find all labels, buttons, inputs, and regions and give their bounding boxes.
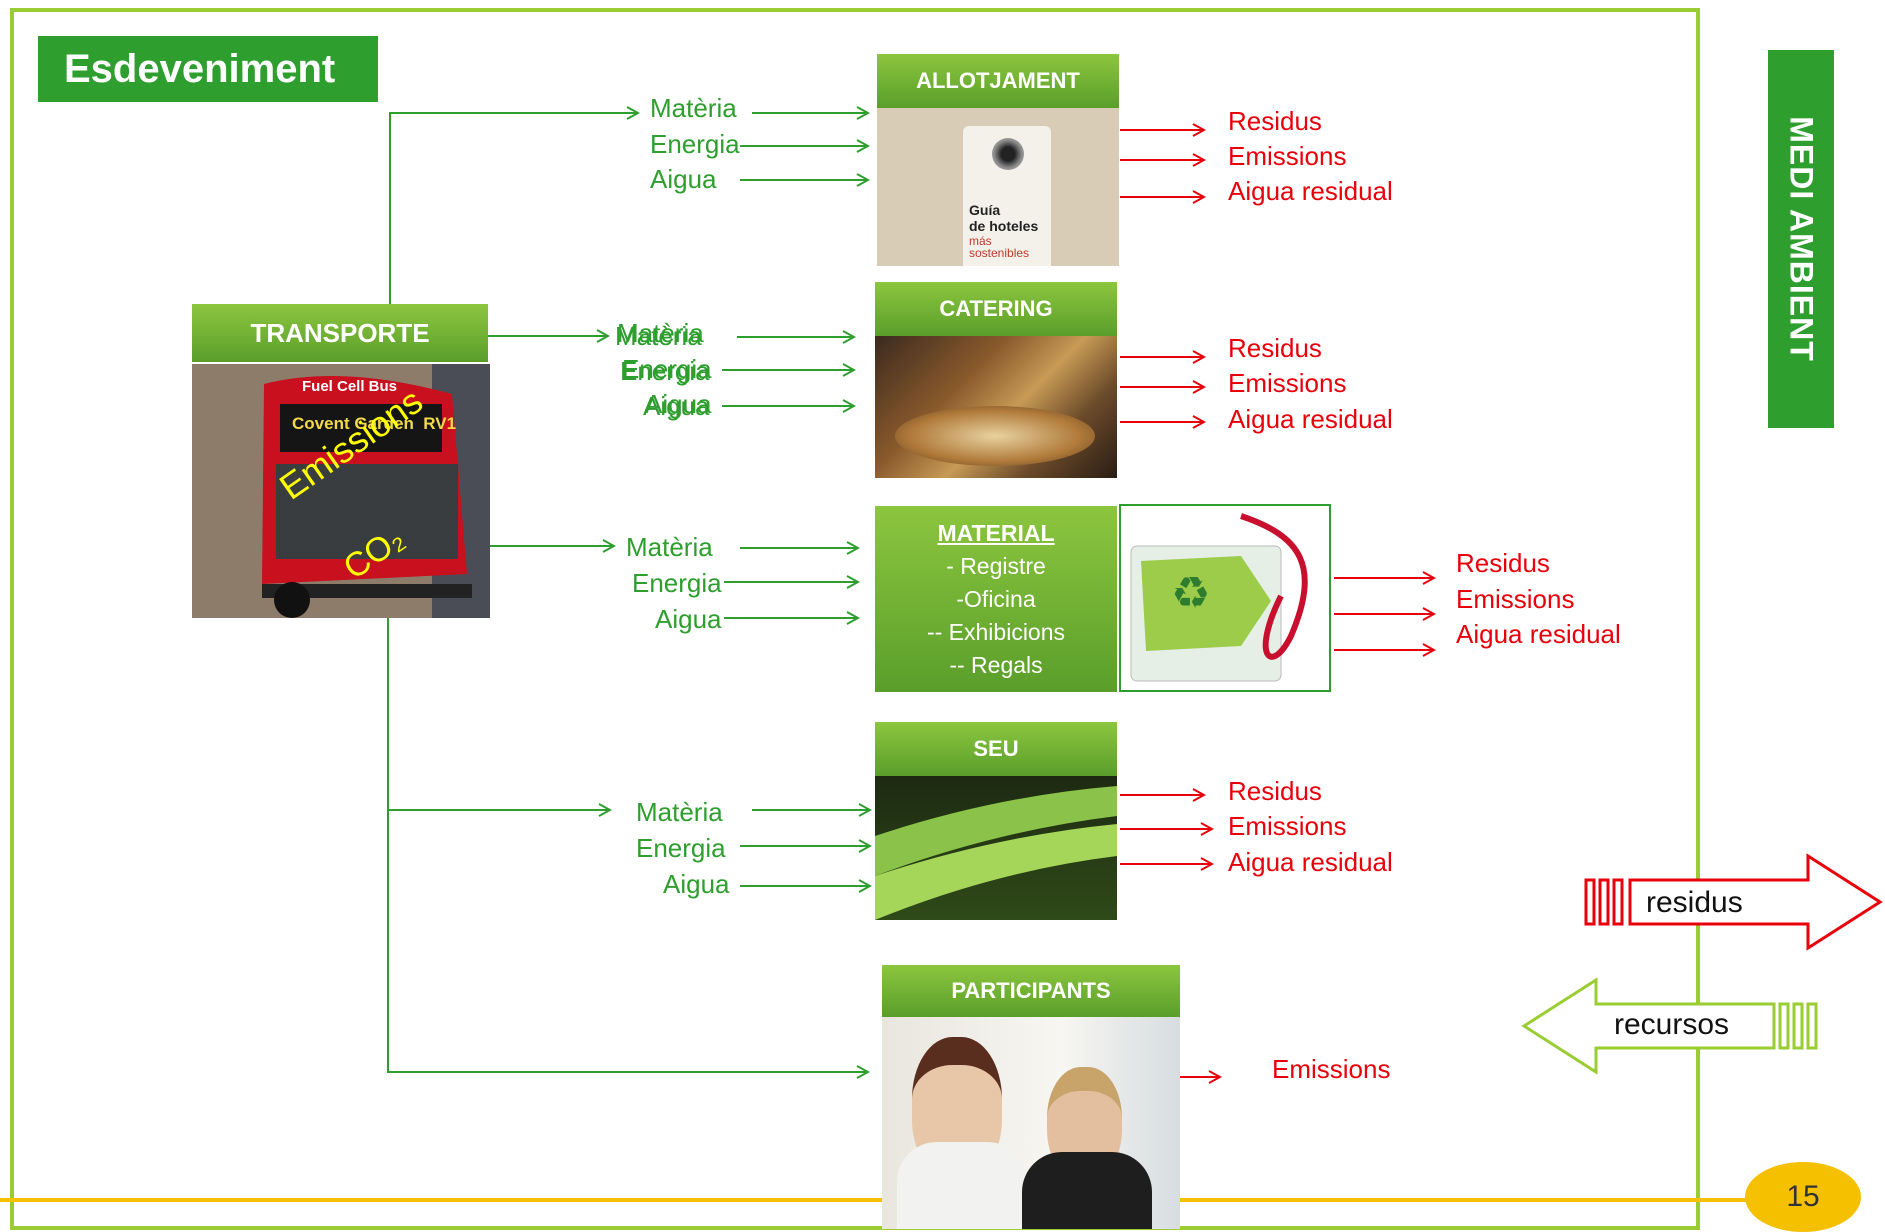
allotjament-header: ALLOTJAMENT	[877, 54, 1119, 108]
slide-frame	[10, 8, 1700, 1230]
catering-output-residus: Residus	[1228, 333, 1322, 363]
seu-output-emissions: Emissions	[1228, 811, 1347, 841]
catering-output-emissions: Emissions	[1228, 368, 1347, 398]
seu-output-residus: Residus	[1228, 776, 1322, 806]
seats-illustration	[875, 786, 1117, 920]
transport-input-aigua: Aigua	[645, 389, 712, 419]
legend-recursos-label: recursos	[1614, 1008, 1730, 1041]
catering-input-aigua: Aigua	[643, 391, 710, 421]
catering-photo	[875, 336, 1117, 478]
material-box: MATERIAL - Registre -Oficina -- Exhibici…	[875, 506, 1117, 692]
recycle-icon: ♻	[1171, 569, 1211, 618]
material-input-energia: Energia	[632, 568, 722, 598]
allotjament-input-aigua: Aigua	[650, 164, 717, 194]
person-right-body	[1022, 1152, 1152, 1229]
page-title: Esdeveniment	[38, 36, 378, 102]
material-item: -- Regals	[949, 652, 1043, 678]
participants-output-emissions: Emissions	[1272, 1054, 1391, 1084]
material-output-aigua-residual: Aigua residual	[1456, 619, 1621, 649]
material-title: MATERIAL	[937, 520, 1055, 546]
bus-illustration	[192, 364, 490, 618]
catering-output-aigua-residual: Aigua residual	[1228, 404, 1393, 434]
sign-line2: de hoteles	[969, 218, 1039, 234]
badge-illustration	[1130, 513, 1308, 682]
material-output-emissions: Emissions	[1456, 584, 1575, 614]
seu-input-aigua: Aigua	[663, 869, 730, 899]
sign-line4: sostenibles	[969, 246, 1030, 260]
material-item: -- Exhibicions	[926, 619, 1066, 645]
transport-header: TRANSPORTE	[192, 304, 488, 362]
allotjament-input-energia: Energia	[650, 129, 740, 159]
allotjament-photo: Guía de hoteles más sostenibles	[877, 108, 1119, 266]
allotjament-output-emissions: Emissions	[1228, 141, 1347, 171]
transport-input-materia: Matèria	[617, 318, 704, 348]
seu-input-materia: Matèria	[636, 797, 723, 827]
page-number: 15	[1745, 1162, 1861, 1232]
allotjament-input-materia: Matèria	[650, 93, 737, 123]
allotjament-output-aigua-residual: Aigua residual	[1228, 176, 1393, 206]
legend-residus-label: residus	[1646, 886, 1743, 919]
seu-input-energia: Energia	[636, 833, 726, 863]
material-item: - Registre	[946, 553, 1046, 579]
badge-photo: ♻	[1119, 504, 1331, 692]
food-platter	[895, 406, 1095, 466]
material-output-residus: Residus	[1456, 548, 1550, 578]
sign-line3: más	[969, 234, 992, 248]
seu-photo	[875, 776, 1117, 920]
person-left-body	[897, 1142, 1027, 1229]
transport-input-energia: Energia	[622, 354, 712, 384]
material-item: -Oficina	[956, 586, 1036, 612]
allotjament-output-residus: Residus	[1228, 106, 1322, 136]
bus-sign: Fuel Cell Bus	[302, 378, 398, 395]
participants-header: PARTICIPANTS	[882, 965, 1180, 1017]
catering-header: CATERING	[875, 282, 1117, 336]
bus-photo: Fuel Cell Bus Covent Garden RV1 Emission…	[192, 364, 490, 618]
catering-input-materia: Matèria	[615, 321, 702, 351]
material-input-materia: Matèria	[626, 532, 713, 562]
peephole	[992, 138, 1024, 170]
side-label: MEDI AMBIENT	[1768, 50, 1834, 428]
bus-destination: Covent Garden RV1	[292, 414, 457, 433]
sign-line1: Guía	[969, 202, 1001, 218]
catering-input-energia: Energia	[620, 356, 710, 386]
material-input-aigua: Aigua	[655, 604, 722, 634]
footer-line	[0, 1198, 1760, 1202]
seu-output-aigua-residual: Aigua residual	[1228, 847, 1393, 877]
participants-photo	[882, 1017, 1180, 1229]
seu-header: SEU	[875, 722, 1117, 776]
